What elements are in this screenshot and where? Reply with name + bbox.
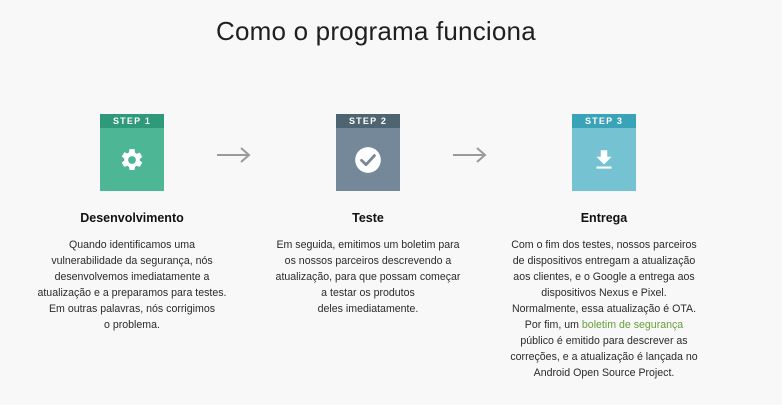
step-badge: STEP 3 [572,114,636,191]
arrow-right-icon [216,146,252,169]
step-icon-box [336,128,400,191]
step-tag: STEP 1 [100,114,164,128]
step-heading: Desenvolvimento [80,211,184,225]
step-development: STEP 1 Desenvolvimento Quando identifica… [7,114,257,333]
description-line: o problema. [104,319,160,331]
step-description: Em seguida, emitimos um boletim para os … [243,237,493,317]
security-bulletin-link[interactable]: boletim de segurança [581,319,684,331]
description-line: vulnerabilidade da segurança, nós [51,255,213,267]
description-line: Por fim, um boletim de segurança [479,317,729,333]
description-line: atualização, para que possam começar [275,271,461,283]
step-description: Com o fim dos testes, nossos parceiros d… [479,237,729,381]
step-heading: Teste [352,211,384,225]
description-line: atualização e a preparamos para testes. [37,287,227,299]
step-badge: STEP 1 [100,114,164,191]
step-description: Quando identificamos uma vulnerabilidade… [7,237,257,333]
check-circle-icon [355,146,381,173]
description-line: dispositivos Nexus e Pixel. [541,287,667,299]
description-line: Com o fim dos testes, nossos parceiros [511,239,697,251]
description-line: desenvolvemos imediatamente a [54,271,210,283]
description-line: Normalmente, essa atualização é OTA. [511,303,697,315]
step-badge: STEP 2 [336,114,400,191]
description-line: público é emitido para descrever as [520,335,688,347]
step-test: STEP 2 Teste Em seguida, emitimos um bol… [243,114,493,317]
description-line: Quando identificamos uma [68,239,196,251]
step-heading: Entrega [580,211,628,225]
description-line: os nossos parceiros descrevendo a [284,255,452,267]
link-prefix: Por fim, um [524,319,582,331]
download-icon [596,149,612,169]
step-tag: STEP 2 [336,114,400,128]
step-delivery: STEP 3 Entrega Com o fim dos testes, nos… [479,114,729,381]
description-line: Em outras palavras, nós corrigimos [48,303,216,315]
step-icon-box [572,128,636,191]
description-line: a testar os produtos [321,287,415,299]
description-line: de dispositivos entregam a atualização [512,255,696,267]
description-line: deles imediatamente. [317,303,419,315]
arrow-right-icon [452,146,488,169]
description-line: correções, e a atualização é lançada no [510,351,698,363]
description-line: Android Open Source Project. [533,367,675,379]
gear-icon [121,148,143,170]
description-line: Em seguida, emitimos um boletim para [276,239,460,251]
step-tag: STEP 3 [572,114,636,128]
description-line: aos clientes, e o Google a entrega aos [513,271,695,283]
page-title: Como o programa funciona [216,16,536,46]
step-icon-box [100,128,164,191]
